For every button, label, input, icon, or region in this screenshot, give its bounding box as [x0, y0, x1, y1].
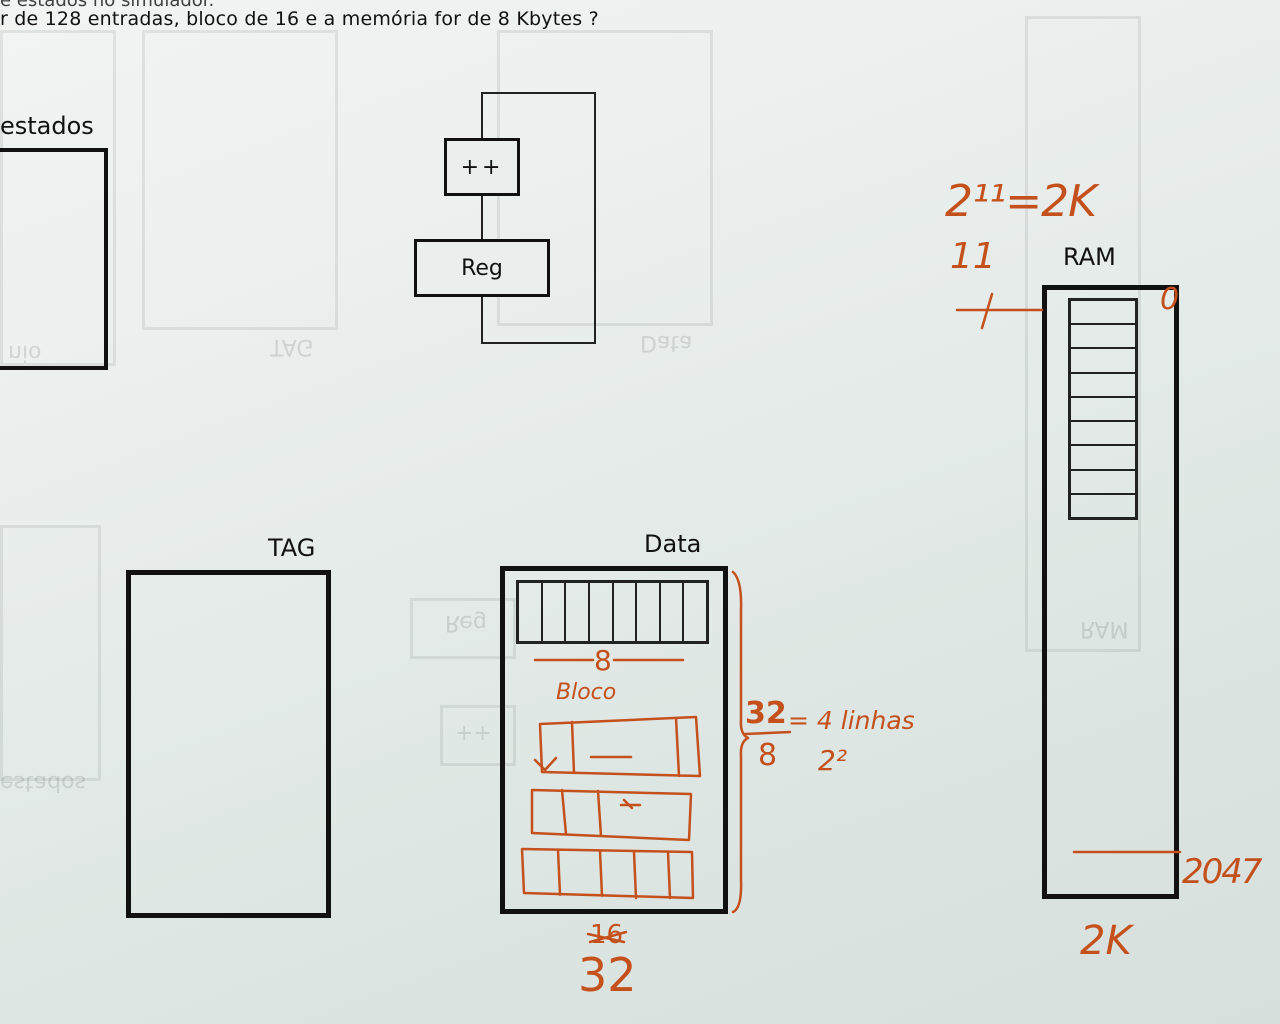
block-row-1-arrow: [533, 756, 558, 772]
ram-box: [1042, 285, 1179, 899]
tag-box: [126, 570, 331, 918]
block-row-3: [520, 847, 695, 900]
ghost-box-tag: [142, 30, 338, 330]
result-note: = 4 linhas: [788, 706, 915, 735]
question-line: r de 128 entradas, bloco de 16 e a memór…: [0, 8, 599, 30]
last-address-note: 2047: [1182, 852, 1263, 892]
ram-size-note: 2K: [1080, 918, 1132, 964]
ghost-box-inc: [440, 705, 516, 766]
zero-note: 0: [1160, 282, 1180, 317]
data-block-row: [516, 580, 709, 644]
estados-label: estados: [0, 112, 94, 140]
increment-label: ++: [460, 154, 504, 180]
ram-label: RAM: [1063, 243, 1116, 271]
eight-note: 8: [594, 644, 612, 677]
increment-box: ++: [444, 138, 520, 196]
block-row-2: [530, 788, 693, 842]
struck-mark: [586, 930, 628, 944]
estados-box: [0, 148, 108, 370]
result-power-note: 2²: [818, 744, 848, 777]
block-row-2-tick: [622, 798, 634, 810]
ram-cells: [1068, 298, 1138, 520]
fraction-line: [743, 730, 792, 736]
tag-label: TAG: [268, 534, 316, 562]
data-label: Data: [644, 530, 702, 558]
address-tick: [980, 292, 994, 330]
block-row-1: [538, 715, 702, 778]
data-bracket: [731, 570, 750, 914]
power-note: 2¹¹=2K: [945, 176, 1097, 227]
reg-box: Reg: [414, 239, 550, 297]
ghost-box-left: [0, 30, 116, 366]
fraction-denominator: 8: [758, 738, 778, 773]
bloco-note: Bloco: [556, 680, 617, 705]
bottom-size-note: 32: [578, 948, 637, 1002]
fraction-numerator: 32: [745, 696, 787, 731]
struck-number: 16: [590, 920, 624, 950]
eleven-note: 11: [950, 236, 996, 277]
ghost-box-reg: [410, 598, 516, 659]
ghost-box-ram: [1025, 16, 1141, 652]
question-cut-line: e estados no simulador.: [0, 0, 215, 11]
reg-label: Reg: [461, 255, 503, 281]
data-box: [500, 566, 728, 914]
ghost-box-lower-left: [0, 525, 101, 781]
counter-loop-wire: [481, 92, 596, 344]
